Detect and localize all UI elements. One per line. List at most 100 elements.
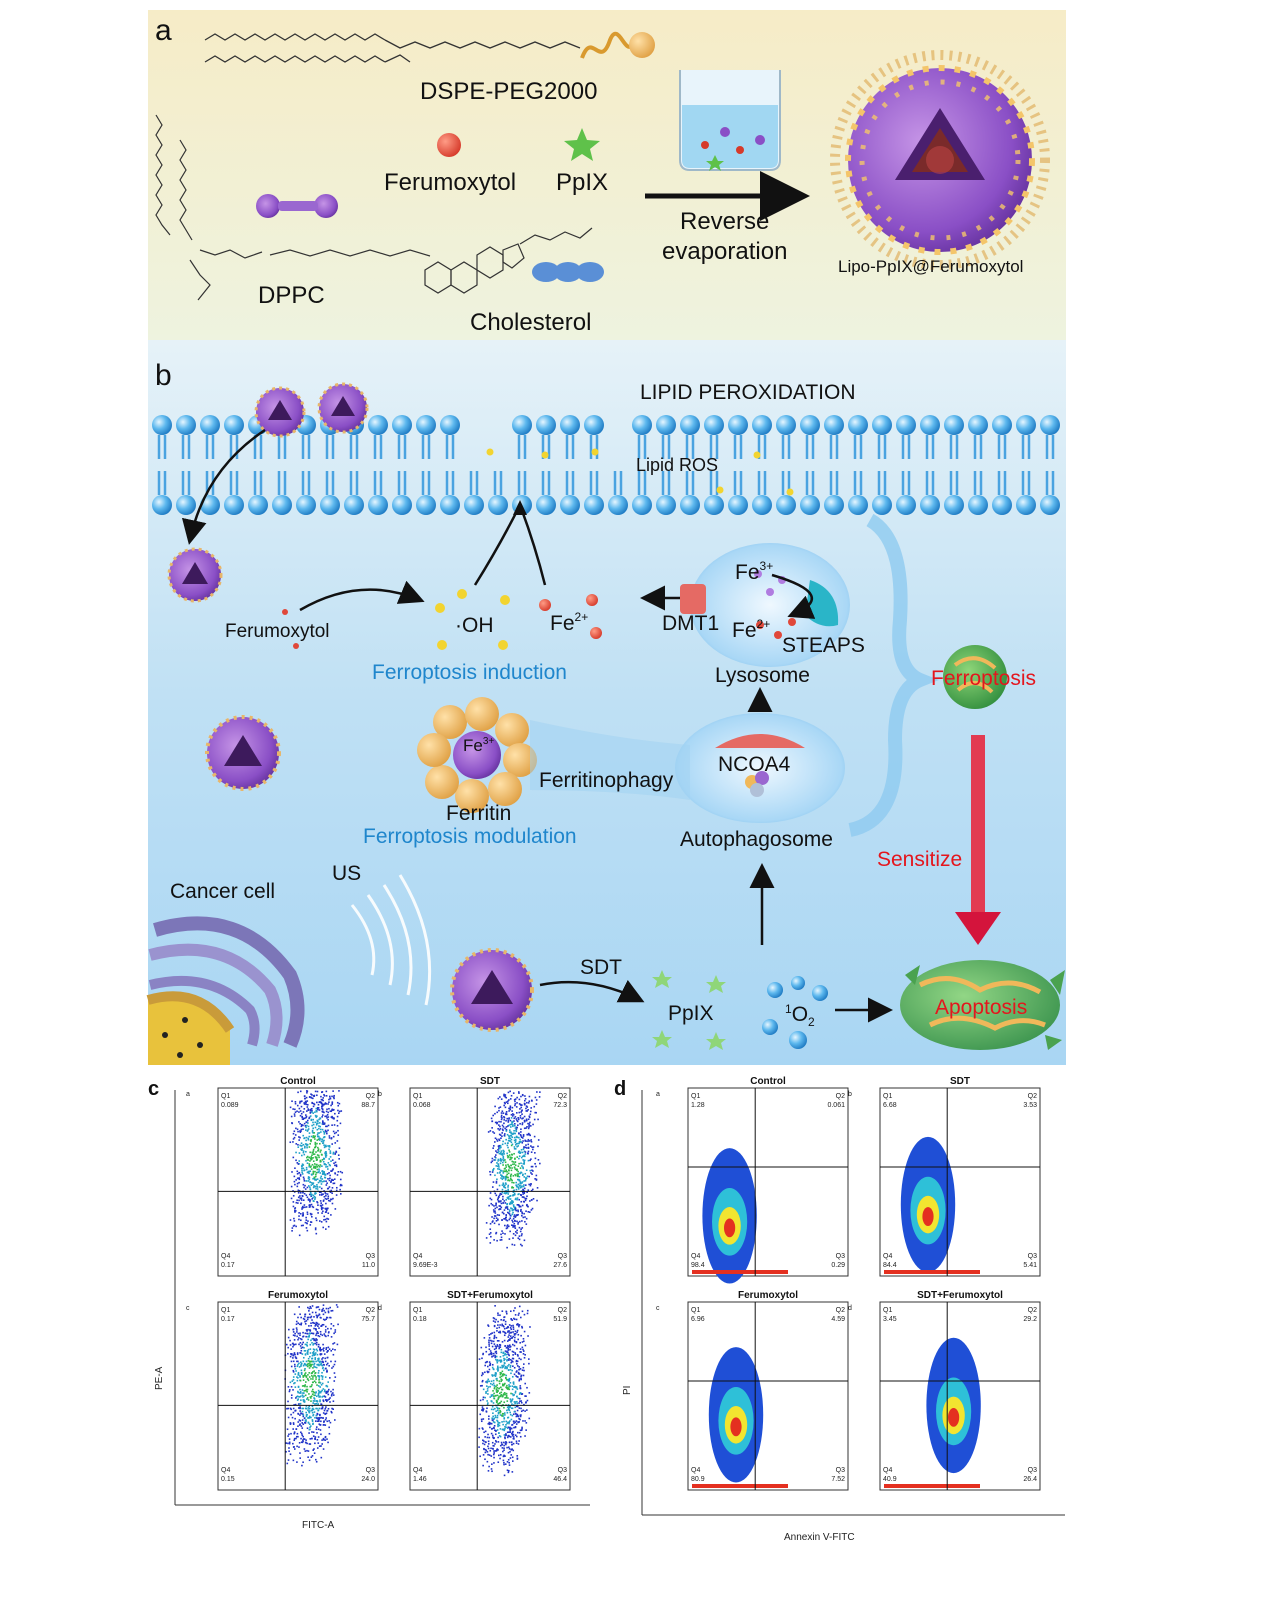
event-dot [331, 1393, 333, 1396]
event-dot [316, 1122, 318, 1125]
ferritinophagy-beam [530, 720, 690, 800]
event-dot [323, 1111, 325, 1114]
event-dot [302, 1356, 305, 1359]
event-dot [532, 1198, 535, 1200]
event-dot [487, 1418, 490, 1420]
event-dot [326, 1173, 329, 1175]
event-dot [302, 1150, 305, 1152]
event-dot [289, 1453, 292, 1456]
event-dot [503, 1095, 506, 1097]
event-dot [504, 1233, 506, 1235]
event-dot [493, 1211, 495, 1213]
event-dot [299, 1388, 301, 1391]
event-dot [506, 1406, 509, 1409]
event-dot [301, 1208, 303, 1210]
event-dot [334, 1348, 336, 1351]
event-dot [328, 1163, 331, 1166]
event-dot [525, 1429, 527, 1431]
event-dot [511, 1110, 513, 1112]
event-dot [503, 1153, 505, 1155]
event-dot [336, 1124, 339, 1127]
event-dot [316, 1438, 319, 1441]
event-dot [527, 1133, 529, 1136]
event-dot [320, 1362, 323, 1365]
event-dot [286, 1407, 288, 1410]
event-dot [508, 1110, 510, 1112]
event-dot [322, 1350, 325, 1352]
event-dot [514, 1127, 517, 1129]
event-dot [523, 1155, 526, 1158]
event-dot [305, 1360, 308, 1363]
event-dot [534, 1096, 537, 1099]
event-dot [287, 1400, 289, 1403]
event-dot [520, 1104, 522, 1106]
event-dot [317, 1389, 320, 1392]
event-dot [526, 1175, 529, 1178]
event-dot [508, 1354, 510, 1357]
event-dot [510, 1392, 512, 1395]
event-dot [514, 1164, 517, 1167]
event-dot [333, 1178, 336, 1181]
event-dot [513, 1139, 516, 1142]
event-dot [506, 1367, 508, 1370]
quadrant-value-q2: 0.061 [827, 1102, 845, 1109]
event-dot [480, 1418, 483, 1421]
event-dot [303, 1192, 306, 1195]
event-dot [332, 1109, 335, 1111]
event-dot [479, 1413, 482, 1416]
event-dot [318, 1125, 320, 1127]
event-dot [307, 1360, 310, 1362]
event-dot [313, 1360, 315, 1363]
event-dot [313, 1316, 315, 1318]
event-dot [499, 1414, 502, 1416]
event-dot [503, 1186, 506, 1189]
event-dot [524, 1382, 527, 1385]
event-dot [331, 1202, 334, 1205]
event-dot [503, 1449, 505, 1451]
event-dot [521, 1214, 523, 1217]
event-dot [519, 1205, 522, 1208]
fe2-dots [539, 594, 602, 639]
event-dot [294, 1211, 296, 1213]
event-dot [323, 1103, 325, 1106]
event-dot [516, 1347, 518, 1350]
event-dot [501, 1191, 504, 1194]
event-dot [328, 1135, 331, 1137]
event-dot [502, 1354, 505, 1357]
event-dot [318, 1407, 321, 1410]
event-dot [292, 1156, 295, 1159]
event-dot [310, 1378, 312, 1380]
event-dot [515, 1188, 518, 1191]
event-dot [316, 1316, 318, 1318]
event-dot [301, 1419, 304, 1421]
quadrant-name: Q4 [413, 1467, 422, 1474]
event-dot [487, 1324, 489, 1326]
event-dot [528, 1183, 530, 1186]
event-dot [308, 1407, 311, 1410]
event-dot [494, 1192, 497, 1195]
event-dot [514, 1225, 516, 1227]
event-dot [296, 1432, 299, 1435]
event-dot [289, 1339, 291, 1342]
event-dot [478, 1358, 481, 1360]
event-dot [313, 1132, 316, 1134]
event-dot [315, 1402, 318, 1405]
event-dot [499, 1239, 502, 1241]
event-dot [499, 1152, 501, 1155]
event-dot [315, 1157, 317, 1159]
event-dot [507, 1340, 509, 1342]
quadrant-value-q4: 0.15 [221, 1476, 235, 1483]
event-dot [309, 1115, 312, 1117]
event-dot [318, 1156, 320, 1159]
event-dot [498, 1382, 501, 1385]
event-dot [332, 1197, 334, 1200]
event-dot [509, 1413, 512, 1416]
event-dot [288, 1328, 290, 1331]
event-dot [499, 1127, 502, 1130]
event-dot [309, 1096, 311, 1098]
event-dot [519, 1392, 521, 1395]
event-dot [321, 1364, 324, 1367]
event-dot [508, 1238, 511, 1240]
event-dot [504, 1414, 506, 1416]
event-dot [309, 1355, 311, 1358]
